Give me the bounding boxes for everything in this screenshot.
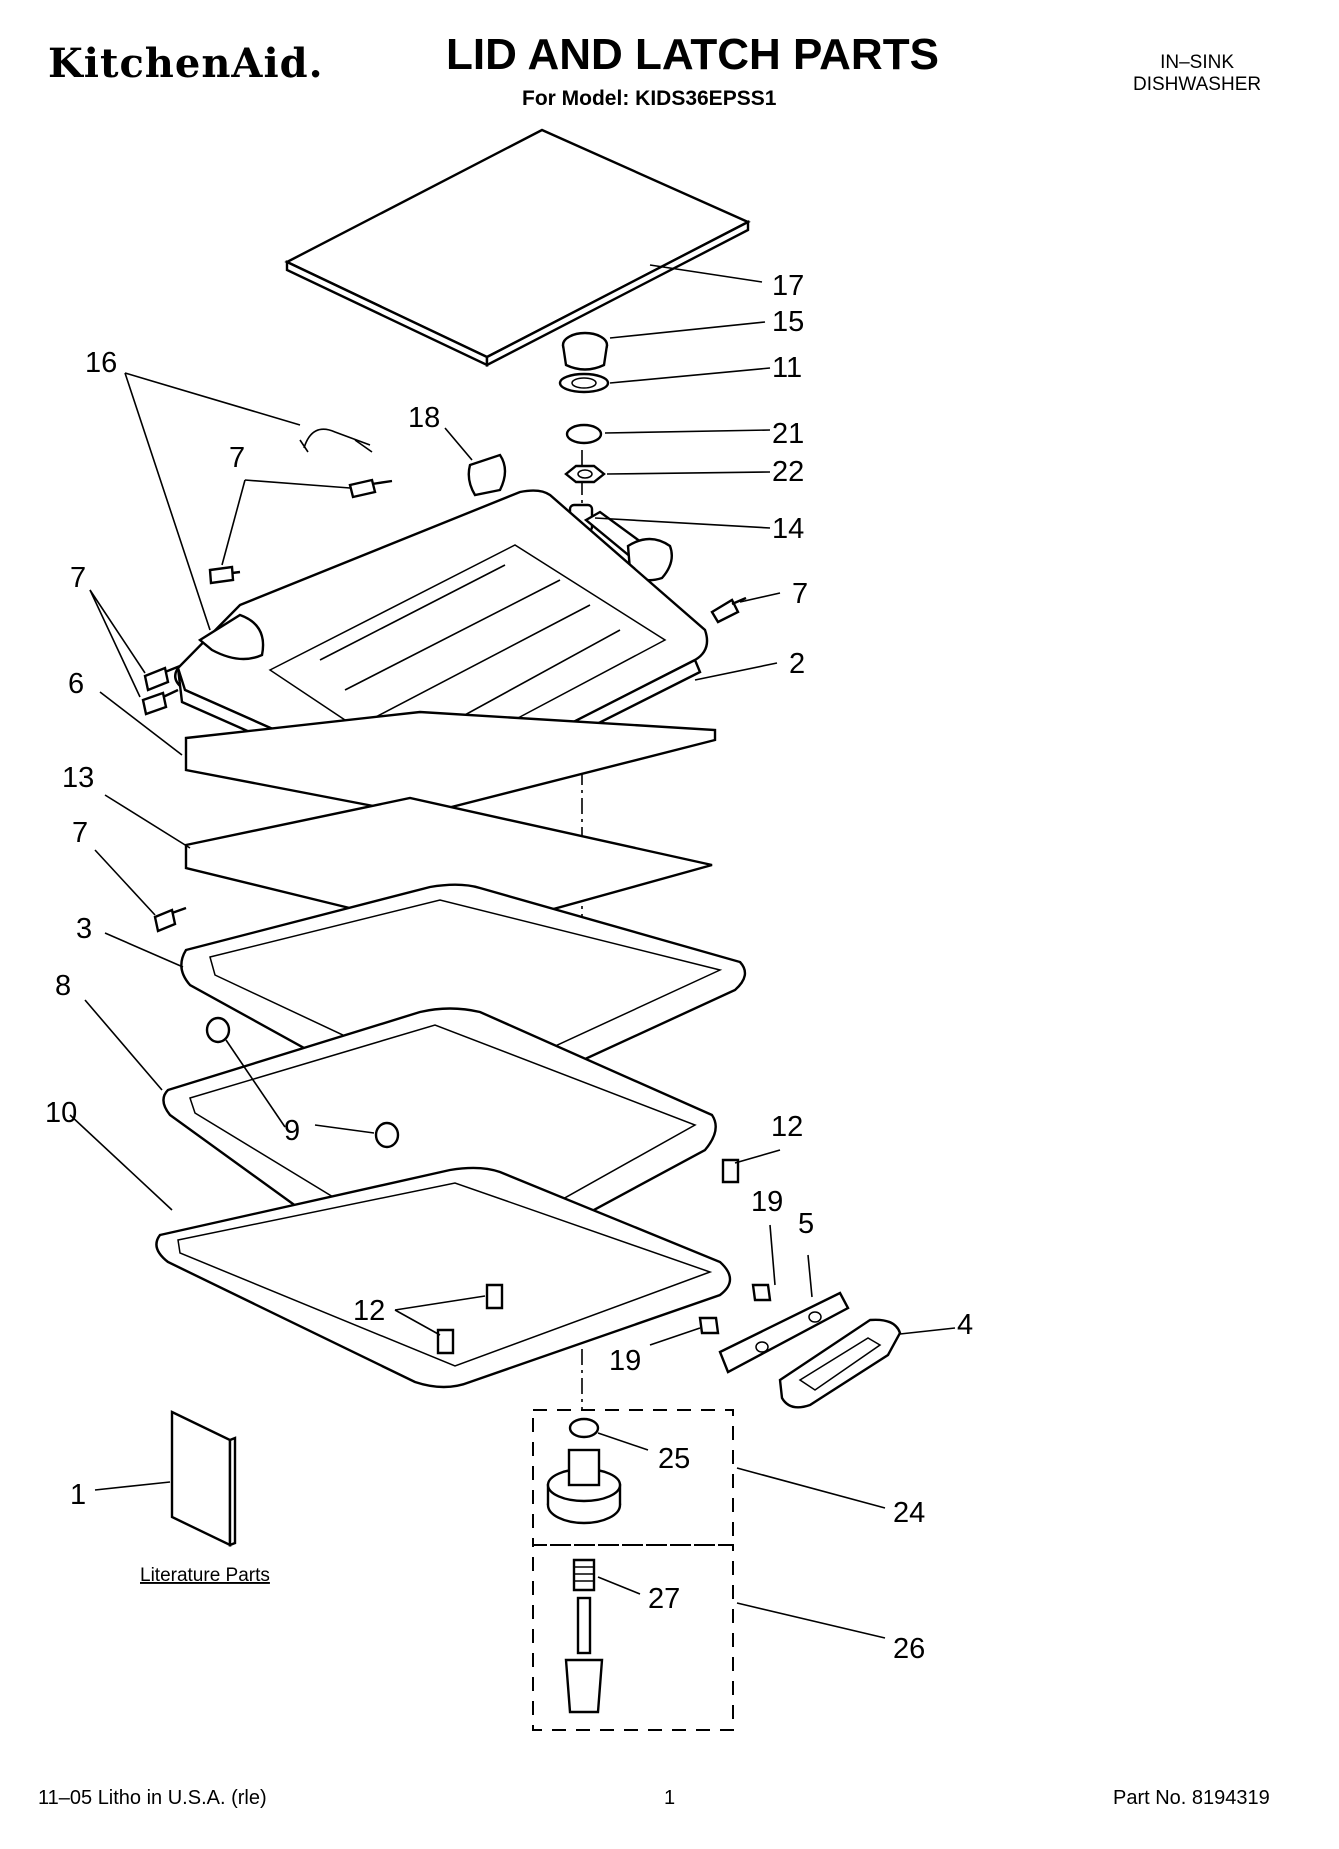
callout-5: 5 [798,1208,814,1240]
assembly-26-box [532,1544,734,1731]
callout-9: 9 [284,1115,300,1147]
callout-labels: 17 15 11 21 22 14 7 2 16 18 7 7 6 13 7 3… [45,270,973,1665]
footer-part-number: Part No. 8194319 [1113,1787,1270,1809]
part-inner-tray [180,883,747,1119]
part-latch-arm [568,503,673,582]
callout-15: 15 [772,306,804,338]
part-clip [565,423,603,445]
part-screws [141,478,747,1355]
part-latch-base [546,1417,622,1525]
part-retainer [558,372,610,394]
callout-19-top: 19 [751,1186,783,1218]
callout-7-top: 7 [229,442,245,474]
callout-25: 25 [658,1443,690,1475]
callout-3: 3 [76,913,92,945]
part-frame [162,1007,717,1293]
part-insulation [184,710,717,817]
callout-18: 17 [772,270,804,302]
callout-27: 27 [648,1583,680,1615]
model-subtitle: For Model: KIDS36EPSS1 [522,87,777,110]
part-latch-handle [778,1318,902,1409]
category-line-2: DISHWASHER [1133,74,1262,95]
callout-26: 26 [893,1633,925,1665]
callout-10: 10 [45,1097,77,1129]
callout-21: 21 [772,418,804,450]
part-panel [184,796,713,937]
callout-19-bottom: 19 [609,1345,641,1377]
callout-1: 1 [70,1479,86,1511]
footer-page-number: 1 [664,1787,676,1809]
callout-6: 6 [68,668,84,700]
callout-12-left: 12 [353,1295,385,1327]
part-bumper [467,453,507,497]
brand-logo: KitchenAid. [48,40,324,87]
callout-11: 11 [772,352,802,384]
page-title: LID AND LATCH PARTS [446,30,939,79]
part-plunger [564,1558,604,1714]
footer-litho: 11–05 Litho in U.S.A. (rle) [38,1787,267,1809]
callout-2: 2 [789,648,805,680]
part-gasket [155,1166,732,1389]
part-knob [561,331,609,371]
callout-7-lower: 7 [72,817,88,849]
callout-14: 14 [772,513,804,545]
part-latch-plate [698,1283,850,1374]
callout-22: 22 [772,456,804,488]
leader-lines [69,264,956,1639]
callout-8: 8 [55,970,71,1002]
part-literature-booklet [170,1410,237,1547]
part-cover-board [284,128,751,367]
literature-parts-label: Literature Parts [140,1565,270,1586]
callout-7-right: 7 [792,578,808,610]
callout-7-left: 7 [70,562,86,594]
callout-24: 24 [893,1497,925,1529]
category-line-1: IN–SINK [1160,52,1234,73]
callout-13: 13 [62,762,94,794]
appliance-category: IN–SINK DISHWASHER [1133,52,1261,96]
callout-12-right: 12 [771,1111,803,1143]
callout-4: 4 [957,1309,973,1341]
part-nut [564,464,606,484]
part-nuts [205,1016,400,1149]
callout-16: 16 [85,347,117,379]
callout-17: 18 [408,402,440,434]
